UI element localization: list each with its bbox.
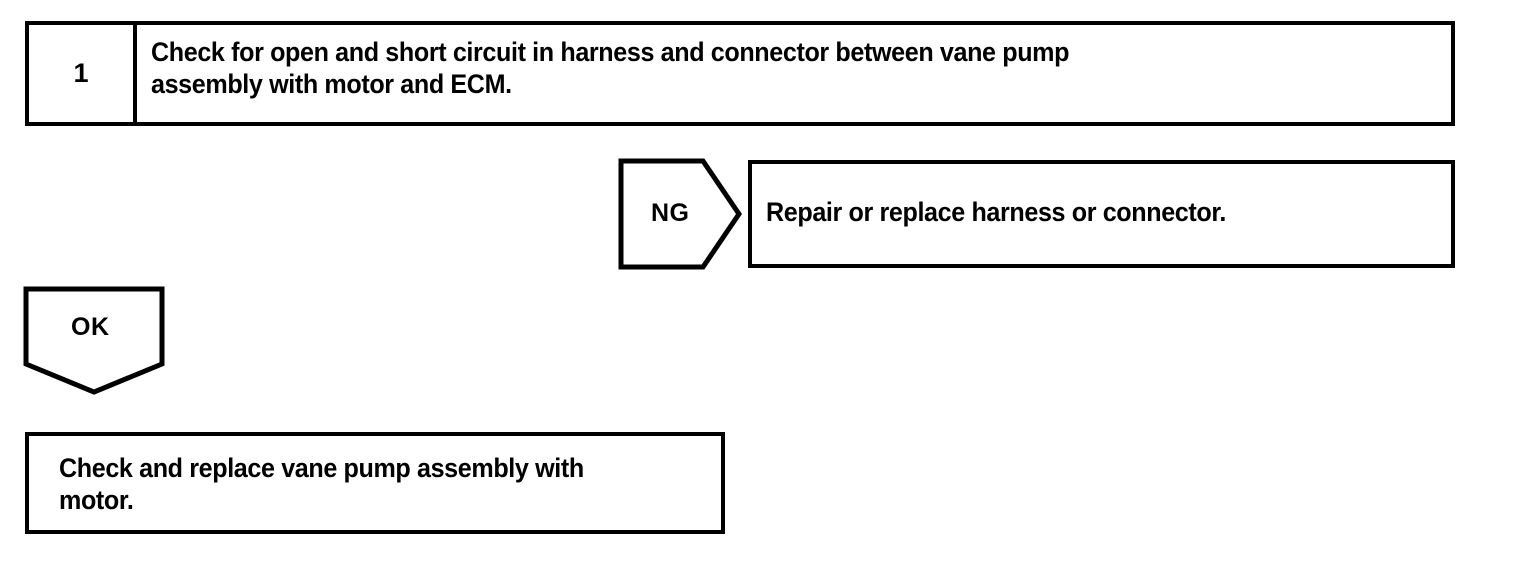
ng-result-box: Repair or replace harness or connector.	[748, 160, 1455, 268]
ok-result-text: Check and replace vane pump assembly wit…	[59, 453, 584, 515]
step-number-cell: 1	[29, 25, 137, 122]
step-number: 1	[73, 58, 89, 88]
step-box: 1 Check for open and short circuit in ha…	[25, 21, 1455, 126]
ok-result-box: Check and replace vane pump assembly wit…	[25, 432, 725, 534]
pentagon-right-icon	[618, 158, 742, 270]
ng-result-cell: Repair or replace harness or connector.	[752, 164, 1451, 264]
ng-branch-connector: NG	[618, 158, 742, 270]
step-instruction-text: Check for open and short circuit in harn…	[151, 37, 1070, 99]
step-instruction-cell: Check for open and short circuit in harn…	[137, 25, 1451, 122]
ng-branch-label: NG	[651, 199, 690, 227]
pentagon-down-icon	[23, 286, 165, 395]
ok-branch-label: OK	[71, 313, 110, 341]
ok-result-cell: Check and replace vane pump assembly wit…	[29, 436, 721, 530]
ng-result-text: Repair or replace harness or connector.	[766, 197, 1226, 227]
ok-branch-connector: OK	[23, 286, 165, 396]
